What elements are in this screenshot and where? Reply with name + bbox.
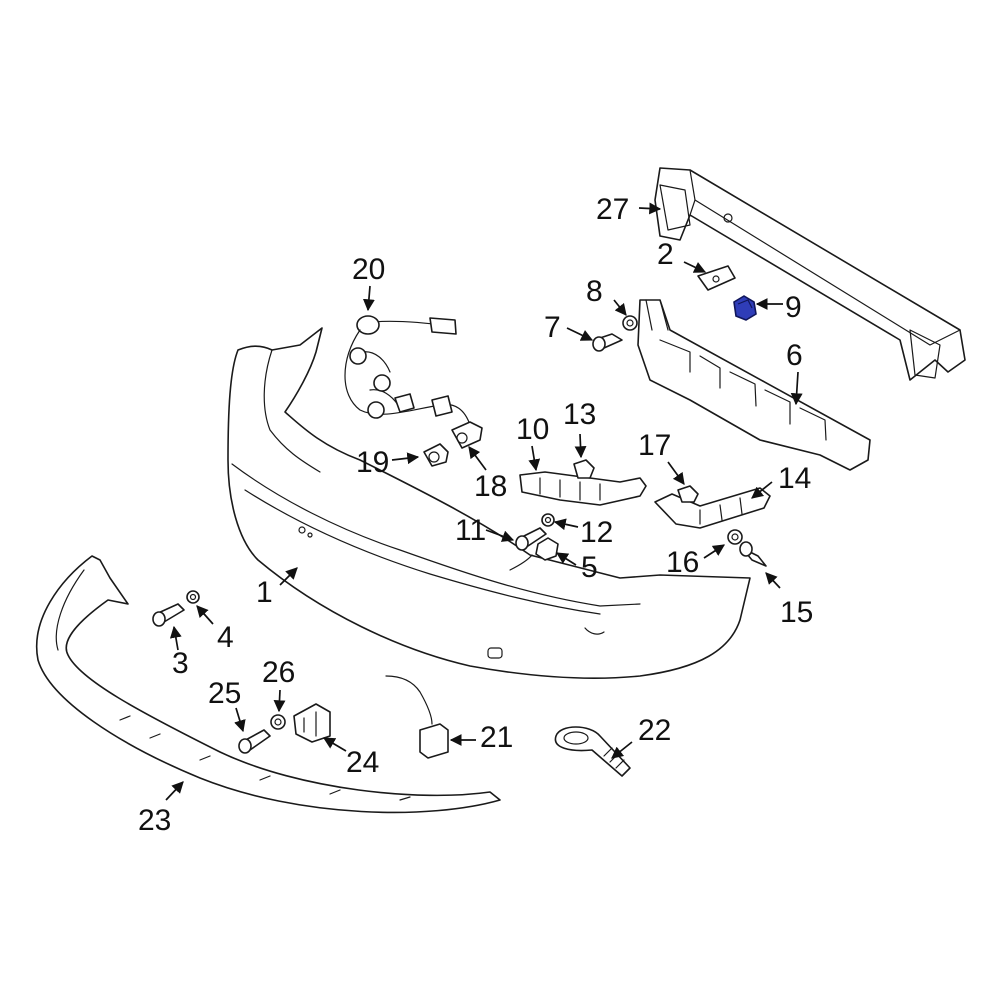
flat-washer-part[interactable] [541,513,555,527]
callout-16[interactable]: 16 [666,546,699,579]
bolt-part[interactable] [592,333,623,352]
side-bracket-right-part[interactable] [654,487,771,529]
callout-5[interactable]: 5 [581,551,598,584]
callout-2[interactable]: 2 [657,238,674,271]
valance-bracket-part[interactable] [293,703,331,743]
washer-part[interactable] [622,315,638,331]
leader-lines [165,202,803,801]
callout-23[interactable]: 23 [138,804,171,837]
callout-22[interactable]: 22 [638,714,671,747]
side-washer-part[interactable] [727,529,743,545]
nut-part[interactable] [535,537,559,561]
push-retainer-part[interactable] [677,485,699,503]
callout-1[interactable]: 1 [256,576,273,609]
wiring-harness-part[interactable] [344,315,471,426]
callout-26[interactable]: 26 [262,656,295,689]
mounting-bolt-part[interactable] [515,527,547,551]
callout-labels: 1 2 3 4 5 6 7 8 9 10 11 12 13 14 15 16 1… [138,193,813,837]
parking-sensor-part[interactable] [451,421,483,449]
bracket-clip-part[interactable] [697,265,736,291]
callout-11[interactable]: 11 [455,514,486,547]
sensor-bezel-part[interactable] [423,443,449,467]
retainer-clip-part[interactable] [573,459,595,479]
tow-hook-part[interactable] [554,726,631,777]
tow-hook-cover-part[interactable] [385,675,449,759]
callout-20[interactable]: 20 [352,253,385,286]
callout-9[interactable]: 9 [785,291,802,324]
callout-13[interactable]: 13 [563,398,596,431]
callout-21[interactable]: 21 [480,721,513,754]
retainer-nut-part[interactable] [733,295,757,321]
bracket-bolt-part[interactable] [238,729,271,754]
callout-8[interactable]: 8 [586,275,603,308]
callout-25[interactable]: 25 [208,677,241,710]
callout-7[interactable]: 7 [544,311,561,344]
callout-17[interactable]: 17 [638,429,671,462]
lower-valance-part[interactable] [35,555,501,814]
side-bolt-part[interactable] [739,541,767,567]
callout-4[interactable]: 4 [217,621,234,654]
callout-3[interactable]: 3 [172,647,189,680]
energy-absorber-part[interactable] [637,299,871,471]
callout-14[interactable]: 14 [778,462,811,495]
bumper-cover-part[interactable] [227,327,751,680]
bumper-reinforcement-part[interactable] [654,167,966,381]
valance-bolt-part[interactable] [152,603,185,627]
callout-10[interactable]: 10 [516,413,549,446]
valance-washer-part[interactable] [186,590,200,604]
callout-18[interactable]: 18 [474,470,507,503]
callout-24[interactable]: 24 [346,746,379,779]
callout-6[interactable]: 6 [786,339,803,372]
callout-27[interactable]: 27 [596,193,629,226]
callout-12[interactable]: 12 [580,516,613,549]
callout-15[interactable]: 15 [780,596,813,629]
bracket-washer-part[interactable] [270,714,286,730]
callout-19[interactable]: 19 [356,446,389,479]
